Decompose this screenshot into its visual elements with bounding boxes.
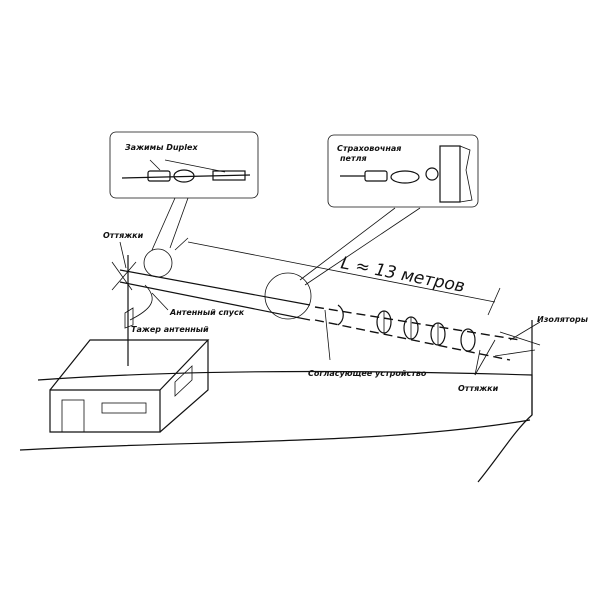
callout-box-loop [327,134,479,208]
leader-lines [119,159,541,376]
ground [19,320,533,483]
mast-bracket [124,307,134,329]
callout-box-duplex [109,131,259,199]
loading-coils [337,304,476,352]
label-guys-left: Оттяжки [103,231,144,240]
callout-circle-loop [264,272,312,320]
label-duplex-clamps: Зажимы Duplex [125,143,198,152]
building [49,339,210,433]
label-matching-device: Согласующее устройство [308,369,427,378]
label-antenna-lead: Антенный спуск [169,308,245,317]
label-antenna-mast: Тажер антенный [131,325,209,334]
label-safety-loop-2: петля [340,154,367,163]
label-safety-loop-1: Страховочная [337,144,401,153]
callout-circle-clamps [143,248,173,278]
length-dimension [174,237,501,316]
label-length: L ≈ 13 метров [339,253,466,297]
label-insulators: Изоляторы [537,315,589,324]
label-guys-right: Оттяжки [458,384,499,393]
